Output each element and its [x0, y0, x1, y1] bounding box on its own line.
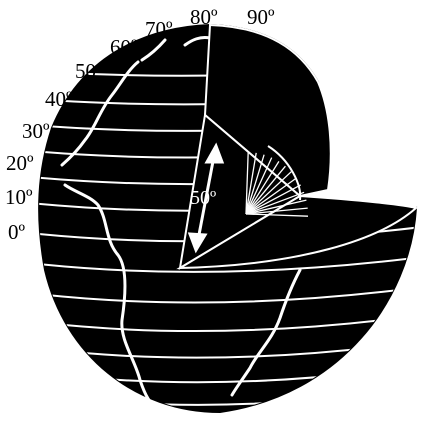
- lat-label-50: 50º: [75, 59, 103, 83]
- lat-label-60: 60º: [110, 35, 138, 59]
- lat-label-70: 70º: [145, 17, 173, 41]
- angle-label: 50º: [190, 187, 216, 209]
- lat-label-20: 20º: [6, 151, 34, 175]
- lat-label-40: 40º: [45, 87, 73, 111]
- lat-label-0: 0º: [8, 220, 26, 244]
- lat-label-30: 30º: [22, 119, 50, 143]
- lat-label-90: 90º: [247, 5, 275, 29]
- lat-label-80: 80º: [190, 5, 218, 29]
- lat-label-10: 10º: [5, 185, 33, 209]
